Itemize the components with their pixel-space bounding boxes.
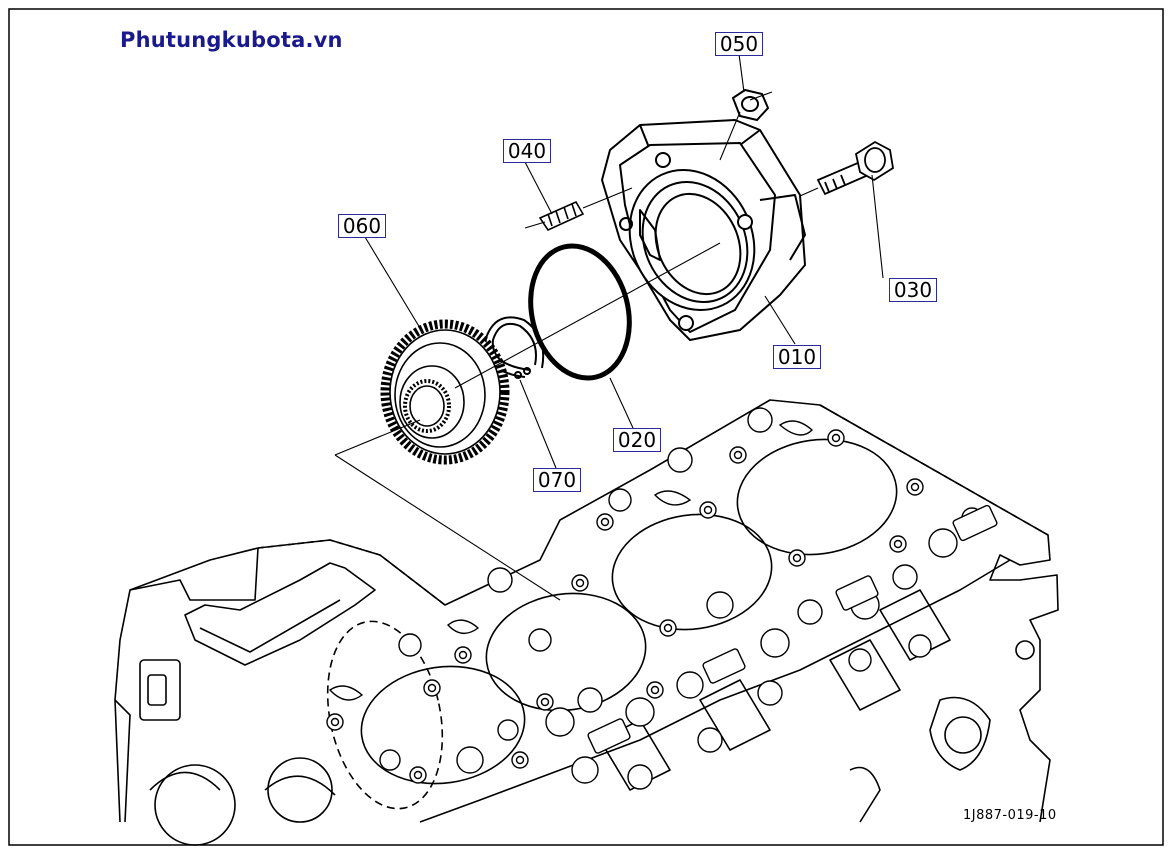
bolt-drawing — [816, 140, 894, 196]
part-label-050[interactable]: 050 — [715, 32, 763, 56]
bearing-housing-drawing — [601, 119, 806, 341]
site-watermark-title: Phutungkubota.vn — [120, 28, 343, 52]
part-label-070[interactable]: 070 — [533, 468, 581, 492]
part-label-020[interactable]: 020 — [613, 428, 661, 452]
diagram-border — [8, 8, 1164, 846]
cylinder-bores — [360, 438, 898, 785]
water-passages — [328, 407, 998, 790]
engine-block-drawing — [114, 399, 1059, 846]
stud-drawing — [538, 200, 585, 232]
idle-gear-drawing — [380, 319, 510, 465]
drawing-code: 1J887-019-10 — [963, 808, 1057, 823]
part-label-060[interactable]: 060 — [338, 214, 386, 238]
o-ring-drawing — [528, 243, 632, 381]
nut-drawing — [731, 88, 770, 122]
leader-lines — [334, 53, 884, 601]
part-label-010[interactable]: 010 — [773, 345, 821, 369]
head-bolt-holes — [326, 429, 924, 784]
part-label-030[interactable]: 030 — [889, 278, 937, 302]
part-label-040[interactable]: 040 — [503, 139, 551, 163]
